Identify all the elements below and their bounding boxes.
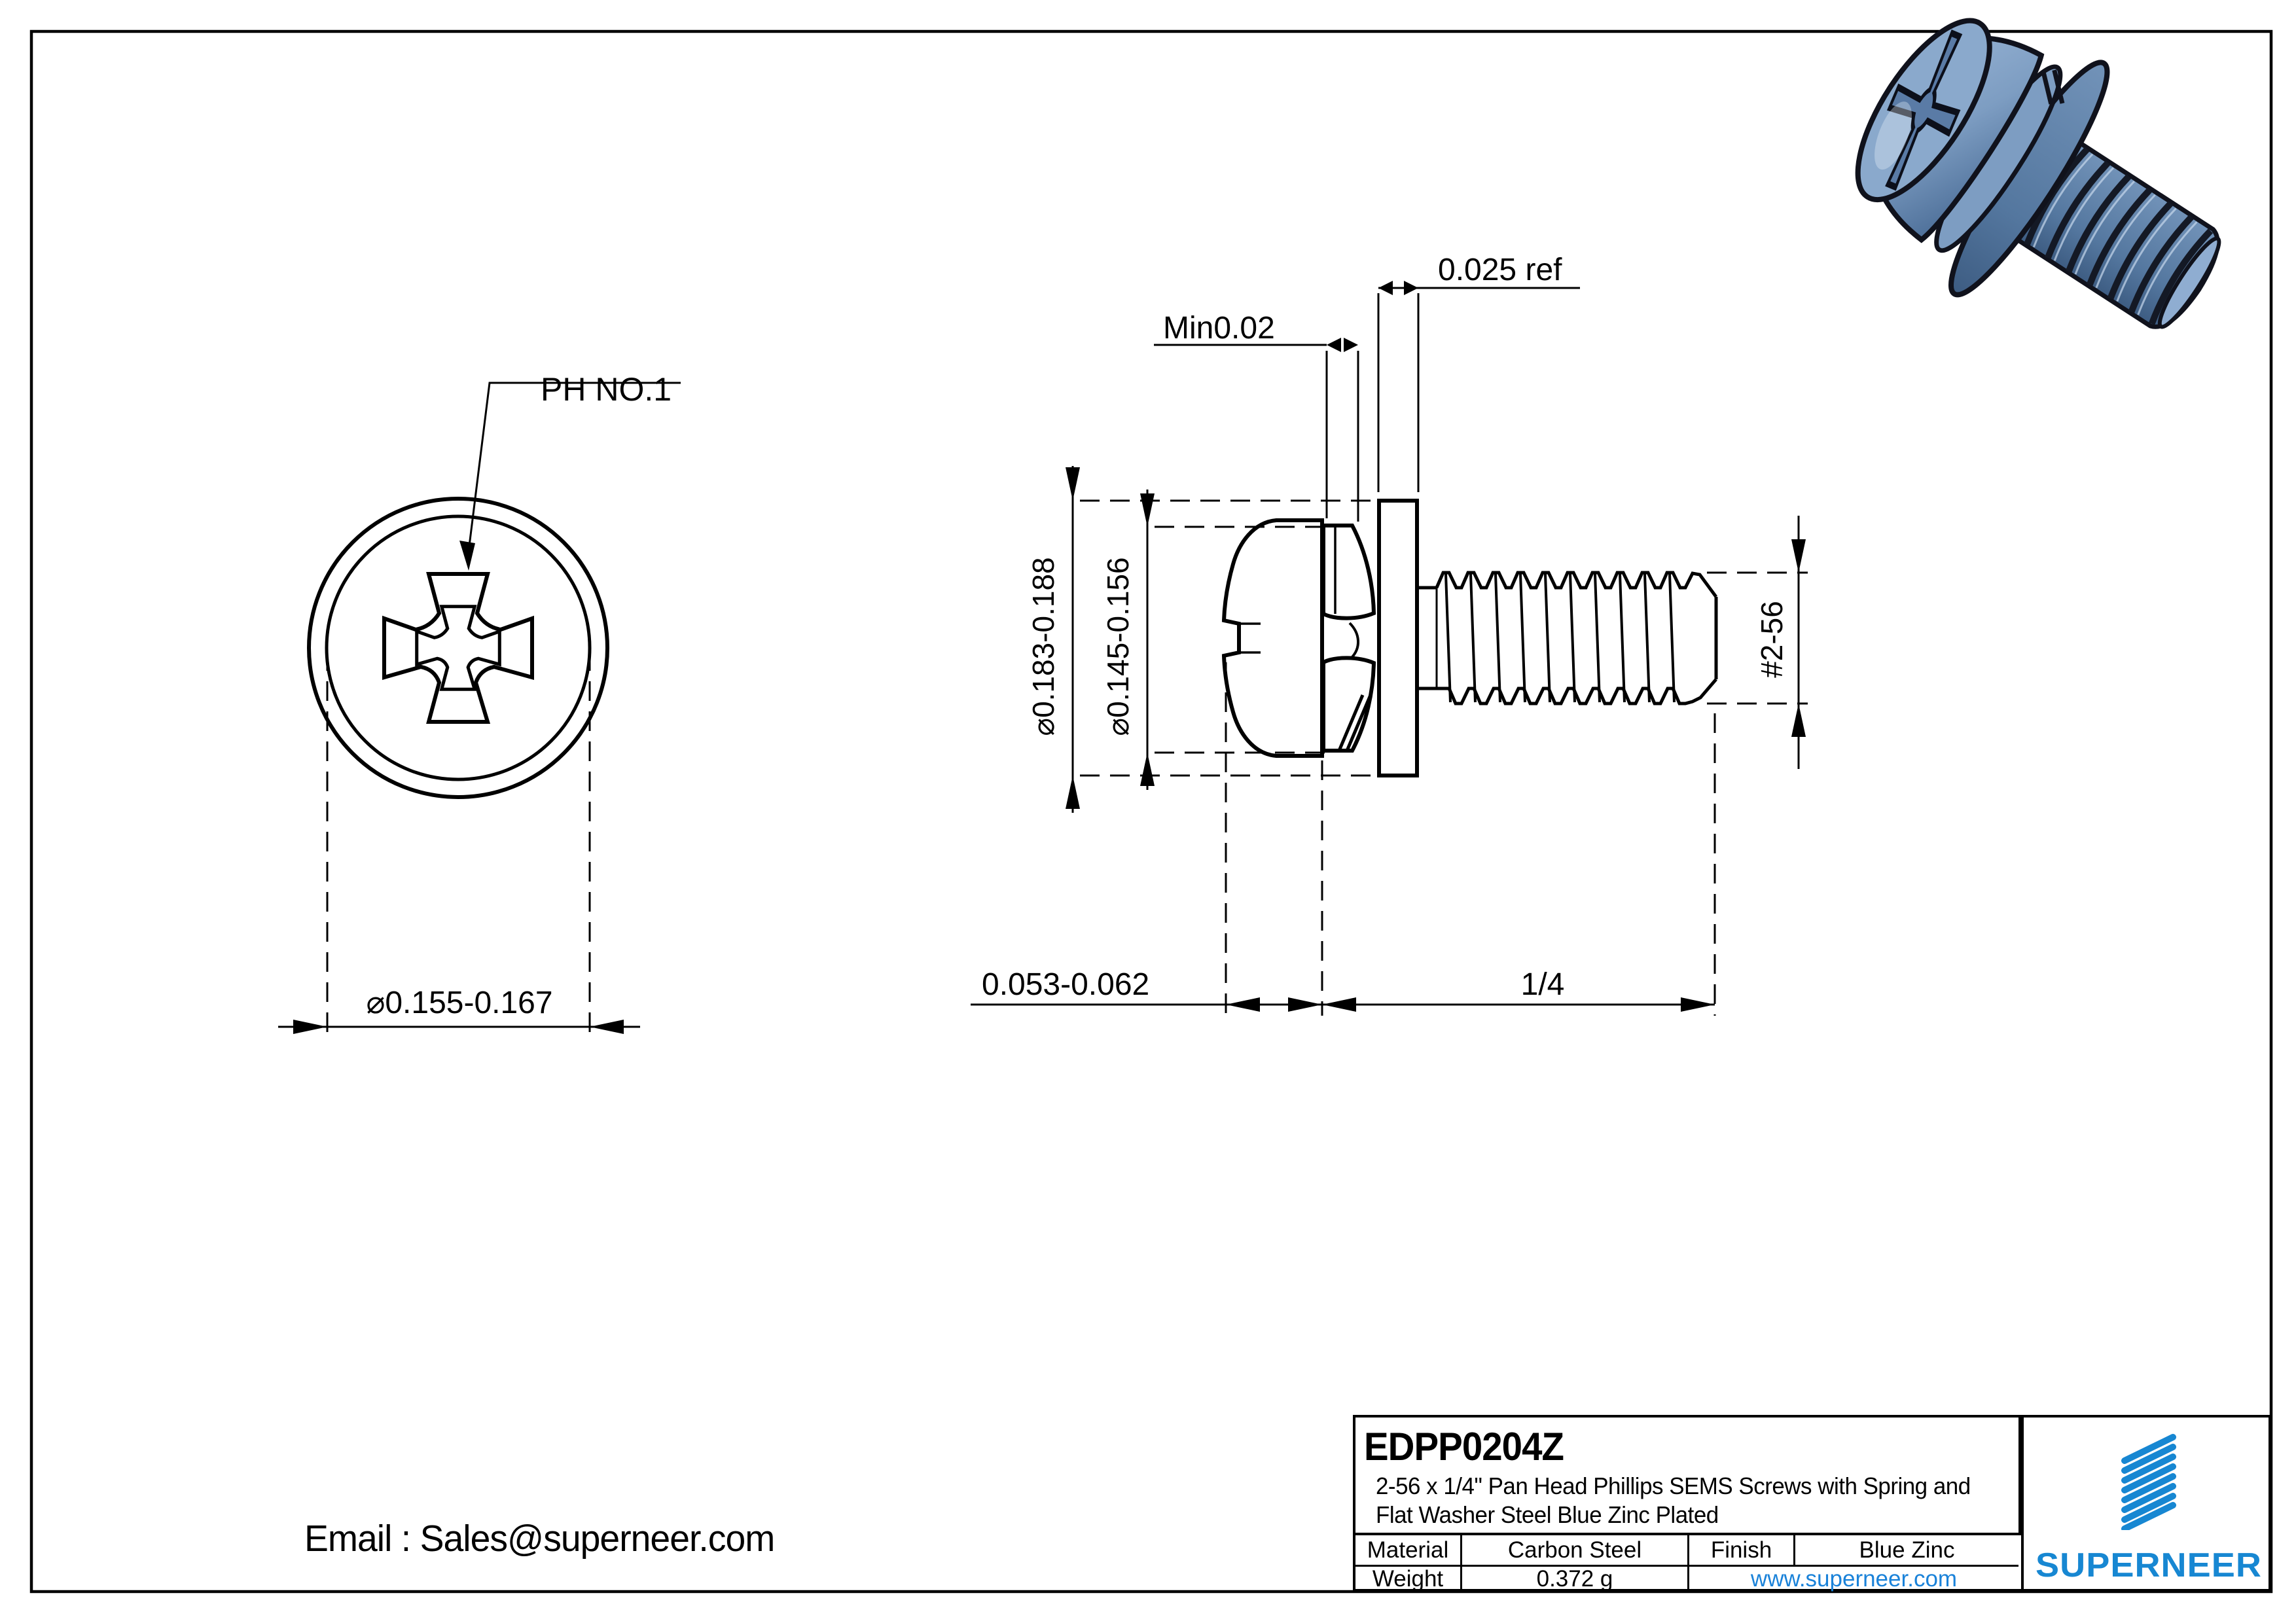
part-number: EDPP0204Z	[1364, 1425, 1564, 1469]
pan-head-outline-circle	[325, 514, 592, 781]
material-value-cell: Carbon Steel	[1462, 1535, 1689, 1565]
dim-head-top-diameter: ⌀0.155-0.167	[278, 651, 640, 1037]
thread-length-label: 1/4	[1521, 967, 1565, 1002]
dim-spring-washer-od: ⌀0.145-0.156	[1101, 490, 1325, 790]
superneer-logo-stripes	[2121, 1434, 2176, 1530]
head-height-label: 0.053-0.062	[982, 967, 1149, 1002]
finish-value-cell: Blue Zinc	[1859, 1537, 1955, 1563]
spring-washer-profile	[1321, 524, 1376, 753]
ph-recess-label: PH NO.1	[541, 371, 672, 408]
weight-value-cell: 0.372 g	[1462, 1565, 1689, 1592]
sheet-border	[29, 29, 2273, 1594]
leader-arrowhead	[459, 541, 475, 571]
website-link[interactable]: www.superneer.com	[1750, 1566, 1958, 1592]
flat-washer-profile	[1377, 499, 1419, 777]
contact-email: Email : Sales@superneer.com	[304, 1518, 775, 1560]
spring-washer-od-label: ⌀0.145-0.156	[1101, 557, 1135, 736]
dim-thread-size: #2-56	[1707, 516, 1808, 769]
flat-washer-thickness-label: 0.025 ref	[1438, 253, 1562, 287]
thread-profile	[1435, 571, 1718, 705]
screw-3d-render	[1855, 18, 2221, 329]
thread-ridges-3d	[2024, 147, 2214, 325]
phillips-recess-outline	[382, 572, 534, 724]
flat-washer-od-label: ⌀0.183-0.188	[1026, 557, 1060, 736]
head-highlight	[1874, 101, 1912, 170]
part-description-line2: Flat Washer Steel Blue Zinc Plated	[1376, 1501, 1719, 1528]
title-block-header: EDPP0204Z 2-56 x 1/4" Pan Head Phillips …	[1355, 1418, 2021, 1535]
logo-cell: SUPERNEER	[2021, 1418, 2274, 1589]
phillips-recess-inner	[415, 605, 501, 691]
ph-leader: PH NO.1	[459, 371, 681, 571]
pan-head-profile	[1221, 518, 1324, 758]
website-cell: www.superneer.com	[1689, 1565, 2018, 1592]
thread-flank-lines	[1444, 573, 1676, 703]
title-block: EDPP0204Z 2-56 x 1/4" Pan Head Phillips …	[1353, 1415, 2271, 1592]
dim-head-height-and-length: 0.053-0.062 1/4	[971, 662, 1716, 1016]
spring-washer-thickness-label: Min0.02	[1163, 311, 1275, 346]
phillips-cross-3d	[1885, 29, 1963, 191]
screw-head-3d	[1855, 18, 2045, 243]
dim-flat-washer-thickness: 0.025 ref	[1377, 253, 1580, 492]
dim-spring-washer-thickness: Min0.02	[1154, 311, 1359, 522]
material-label-cell: Material	[1355, 1535, 1462, 1565]
top-view-head	[307, 497, 609, 799]
part-description-line1: 2-56 x 1/4" Pan Head Phillips SEMS Screw…	[1376, 1472, 1971, 1499]
brand-wordmark: SUPERNEER	[2036, 1546, 2262, 1584]
head-top-diameter-label: ⌀0.155-0.167	[366, 986, 552, 1020]
dim-flat-washer-od: ⌀0.183-0.188	[1026, 466, 1381, 813]
side-view-screw	[1221, 499, 1718, 777]
weight-label-cell: Weight	[1355, 1565, 1462, 1592]
finish-label-cell: Finish	[1689, 1535, 1795, 1565]
thread-size-label: #2-56	[1755, 601, 1789, 678]
flat-washer-outline-circle	[307, 497, 609, 799]
